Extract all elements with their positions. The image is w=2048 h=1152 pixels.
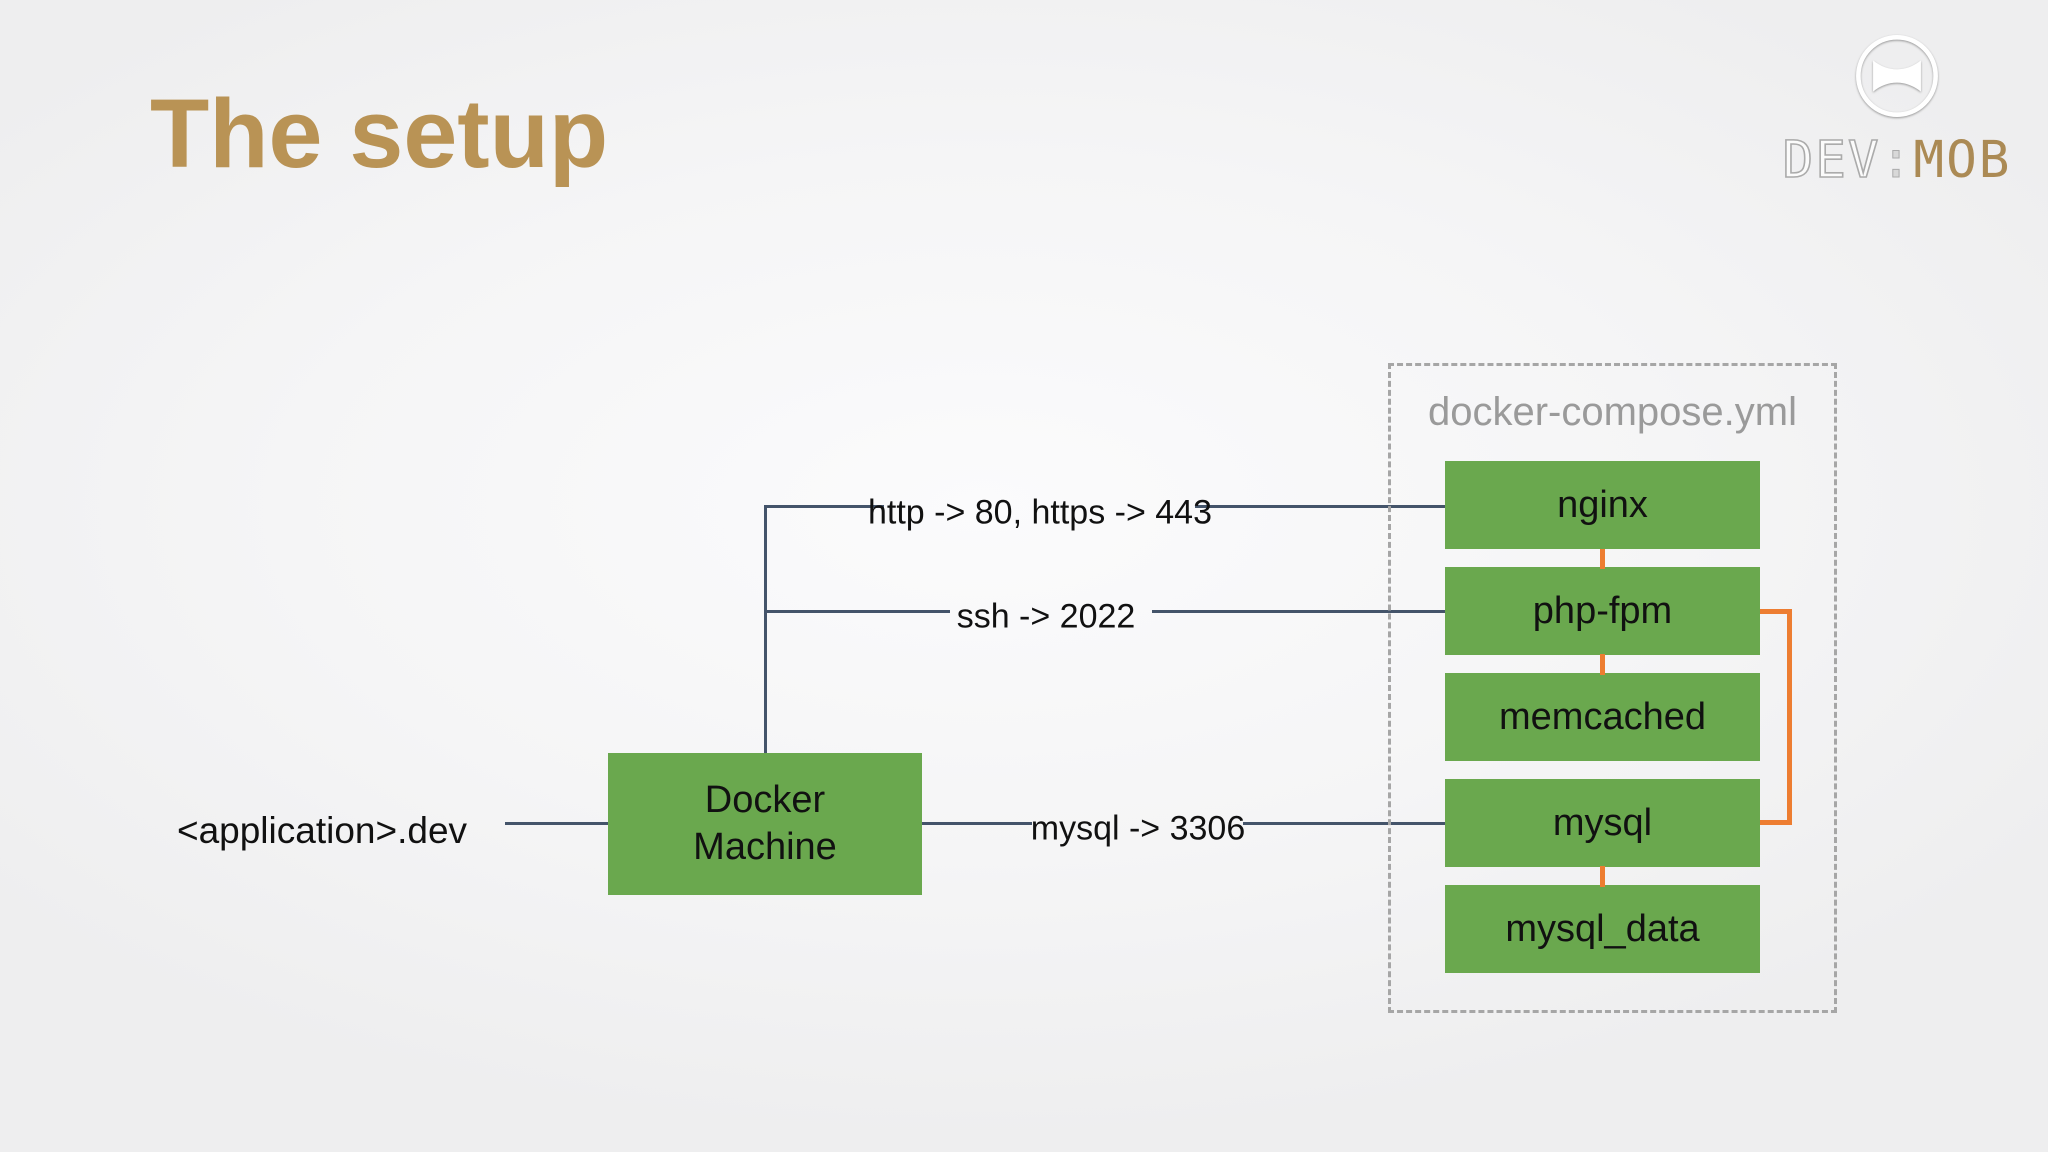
service-box-mysql-data: mysql_data <box>1445 885 1760 973</box>
service-box-php-fpm: php-fpm <box>1445 567 1760 655</box>
connector-nginx-phpfpm <box>1600 549 1605 569</box>
line-mysql-left <box>922 822 1032 825</box>
docker-compose-title: docker-compose.yml <box>1427 390 1797 434</box>
service-box-nginx: nginx <box>1445 461 1760 549</box>
service-box-memcached: memcached <box>1445 673 1760 761</box>
docker-machine-box: Docker Machine <box>608 753 922 895</box>
logo-dev: DEV <box>1782 130 1881 191</box>
line-http-right <box>1195 505 1447 508</box>
connector-phpfpm-mysql-vertical <box>1787 609 1792 825</box>
page-title: The setup <box>150 79 609 188</box>
line-branch-vertical <box>764 505 767 755</box>
docker-compose-group <box>1388 363 1837 1013</box>
client-domain-label: <application>.dev <box>176 810 468 851</box>
label-ssh-port: ssh -> 2022 <box>956 597 1136 636</box>
line-mysql-right <box>1243 822 1447 825</box>
label-http-ports: http -> 80, https -> 443 <box>867 493 1213 532</box>
connector-phpfpm-memcached <box>1600 654 1605 675</box>
connector-phpfpm-mysql-bottom <box>1760 820 1792 825</box>
logo-text: DEV:MOB <box>1772 130 2022 191</box>
label-mysql-port: mysql -> 3306 <box>1030 809 1246 848</box>
service-box-mysql: mysql <box>1445 779 1760 867</box>
line-ssh-left <box>764 610 950 613</box>
line-http-left <box>764 505 884 508</box>
logo-mob: MOB <box>1913 131 2012 190</box>
devmob-logo: DEV:MOB <box>1772 30 2022 191</box>
connector-mysql-mysqldata <box>1600 866 1605 887</box>
bowtie-icon <box>1851 30 1943 122</box>
logo-colon: : <box>1880 131 1914 191</box>
connector-phpfpm-mysql-top <box>1760 609 1792 614</box>
docker-machine-label: Docker Machine <box>693 779 837 868</box>
line-ssh-right <box>1152 610 1447 613</box>
line-client-to-machine <box>505 822 608 825</box>
